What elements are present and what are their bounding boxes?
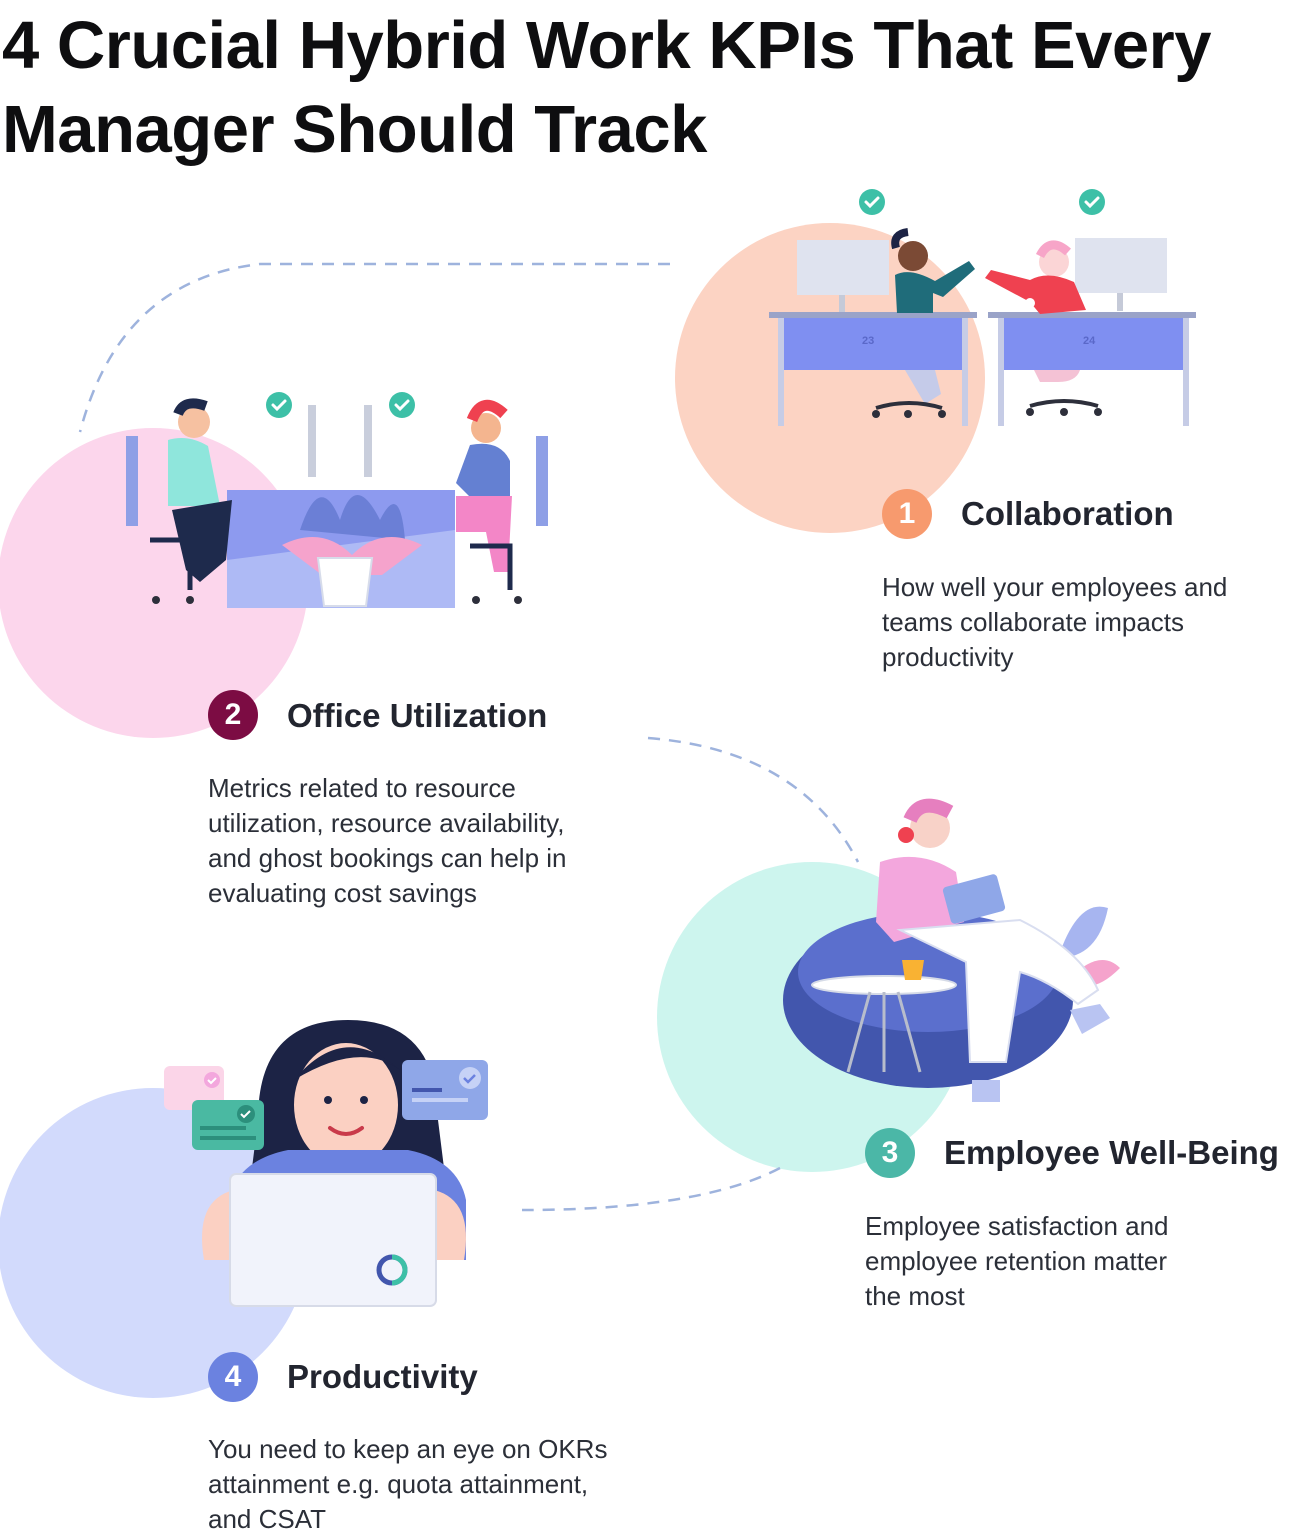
kpi-3-title: Employee Well-Being	[944, 1134, 1279, 1171]
card	[192, 1100, 264, 1150]
kpi-2-description-line: and ghost bookings can help in	[208, 843, 567, 873]
connector-1-2	[78, 262, 670, 433]
well-being-illustration	[783, 798, 1120, 1102]
kpi-3-description-line: employee retention matter	[865, 1246, 1168, 1276]
person	[985, 270, 1086, 314]
person	[456, 443, 510, 507]
desk-number-24: 24	[1083, 335, 1096, 347]
kpi-2-description: Metrics related to resource utilization,…	[208, 771, 567, 911]
page-title-line-1: 4 Crucial Hybrid Work KPIs That Every	[2, 8, 1212, 83]
kpi-4-number-badge: 4	[208, 1352, 258, 1402]
laptop	[229, 1173, 437, 1307]
monitor	[797, 240, 889, 295]
connector-2-3	[647, 736, 860, 863]
kpi-3-description-line: Employee satisfaction and	[865, 1211, 1169, 1241]
kpi-3-description-line: the most	[865, 1281, 965, 1311]
kpi-3-number-badge: 3	[865, 1128, 915, 1178]
kpi-2-description-line: Metrics related to resource	[208, 773, 516, 803]
page-title-line-2: Manager Should Track	[2, 92, 707, 167]
kpi-1-description-line: teams collaborate impacts	[882, 607, 1185, 637]
desk-number-23: 23	[862, 335, 875, 347]
kpi-2-title: Office Utilization	[287, 697, 548, 734]
kpi-4-description: You need to keep an eye on OKRs attainme…	[208, 1432, 607, 1537]
page-title: 4 Crucial Hybrid Work KPIs That Every Ma…	[2, 4, 1302, 172]
kpi-1-description: How well your employees and teams collab…	[882, 570, 1227, 675]
office-utilization-illustration	[126, 392, 548, 608]
kpi-2-description-line: utilization, resource availability,	[208, 808, 565, 838]
hair-bun	[898, 827, 914, 843]
kpi-1-title: Collaboration	[961, 495, 1174, 532]
kpi-4-description-line: attainment e.g. quota attainment,	[208, 1469, 589, 1499]
collaboration-illustration	[769, 189, 1196, 426]
productivity-illustration	[164, 1020, 488, 1307]
connector-3-4	[521, 1166, 781, 1212]
monitor	[1075, 238, 1167, 293]
desk	[778, 318, 968, 370]
kpi-4-description-line: You need to keep an eye on OKRs	[208, 1434, 608, 1464]
kpi-2-number-badge: 2	[208, 690, 258, 740]
kpi-1-description-line: How well your employees and	[882, 572, 1228, 602]
person	[895, 261, 975, 313]
kpi-3-description: Employee satisfaction and employee reten…	[865, 1209, 1169, 1314]
kpi-4-description-line: and CSAT	[208, 1504, 327, 1534]
kpi-4-title: Productivity	[287, 1358, 478, 1395]
kpi-1-description-line: productivity	[882, 642, 1014, 672]
person	[876, 856, 964, 942]
kpi-2-description-line: evaluating cost savings	[208, 878, 477, 908]
kpi-1-number-badge: 1	[882, 489, 932, 539]
desk	[998, 318, 1188, 370]
tablet	[942, 874, 1006, 924]
person	[168, 438, 220, 506]
